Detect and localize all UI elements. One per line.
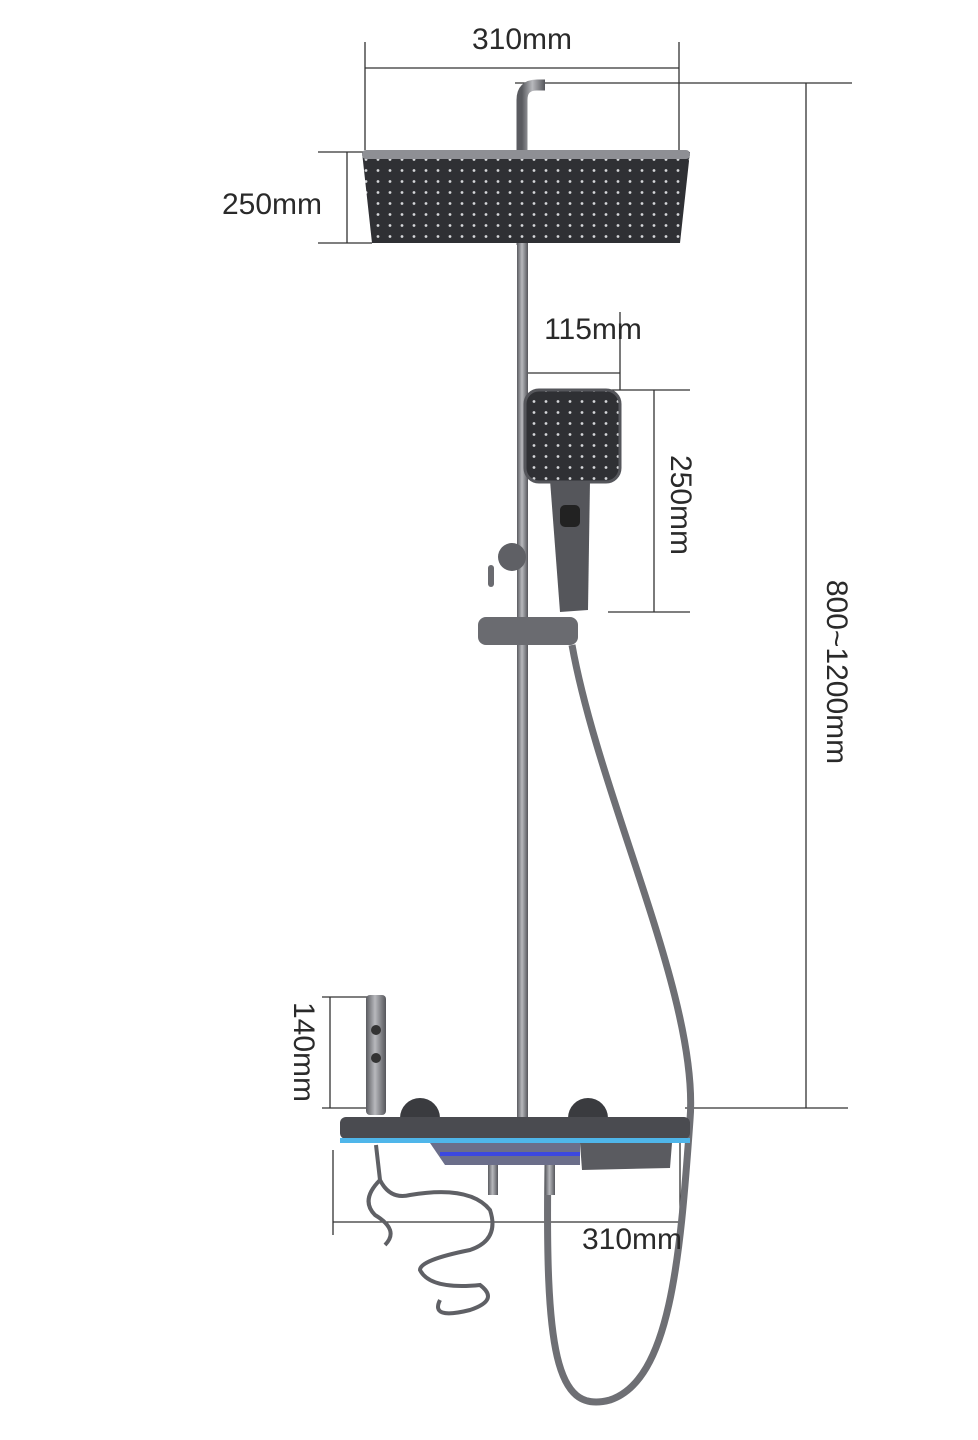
hand-shower-width-label: 115mm <box>544 313 642 346</box>
diverter-knob <box>498 543 526 571</box>
height-range-label: 800~1200mm <box>820 579 853 765</box>
hand-shower <box>523 388 622 612</box>
rain-head-depth-label: 250mm <box>221 188 323 221</box>
hand-shower-holder <box>478 617 578 645</box>
coil-hose <box>374 1144 495 1316</box>
shower-arm <box>516 79 545 245</box>
rain-shower-head <box>362 150 690 243</box>
spray-gun-height-label: 140mm <box>287 1001 320 1103</box>
riser-rod <box>517 243 528 1118</box>
shelf-width-label: 310mm <box>581 1223 683 1256</box>
hand-shower-length-label: 250mm <box>664 454 697 556</box>
rain-head-width-label: 310mm <box>471 23 573 56</box>
dimension-lines <box>318 42 852 1235</box>
shower-hose <box>544 644 695 1406</box>
bidet-sprayer <box>366 995 386 1115</box>
thermostatic-shelf <box>340 1098 690 1195</box>
